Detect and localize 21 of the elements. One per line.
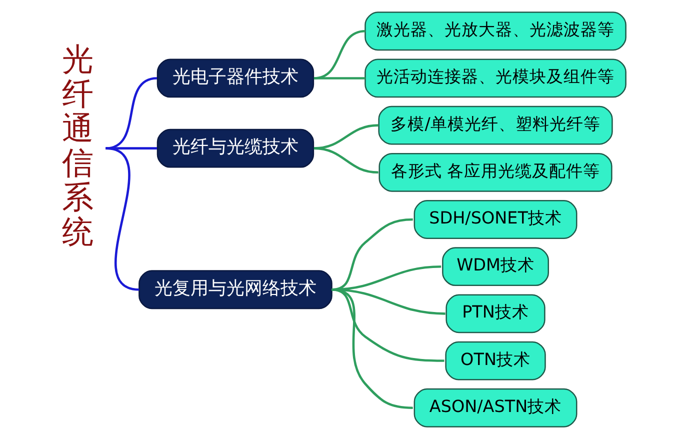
node-box: SDH/SONET技术: [413, 200, 577, 239]
connector: [313, 124, 378, 150]
node-box: 光复用与光网络技术: [138, 270, 332, 310]
node-box: PTN技术: [445, 294, 545, 334]
connector: [313, 147, 378, 174]
node-box: 光活动连接器、光模块及组件等: [364, 58, 626, 98]
node-text: 光纤通信系统: [61, 42, 92, 250]
node-box: 各形式 各应用光缆及配件等: [378, 152, 612, 192]
node-box: 多模/单模光纤、塑料光纤等: [378, 106, 612, 145]
connector: [105, 77, 157, 150]
connector: [105, 147, 156, 150]
node-box: 激光器、光放大器、光滤波器等: [364, 12, 626, 51]
connector: [104, 147, 139, 291]
connector: [313, 30, 365, 80]
node-box: WDM技术: [442, 247, 548, 286]
node-box: ASON/ASTN技术: [413, 388, 577, 428]
node-box: OTN技术: [444, 341, 546, 380]
node-box: 光电子器件技术: [156, 58, 314, 98]
connector: [331, 288, 412, 410]
node-box: 光纤与光缆技术: [156, 128, 314, 168]
connector: [313, 77, 365, 80]
